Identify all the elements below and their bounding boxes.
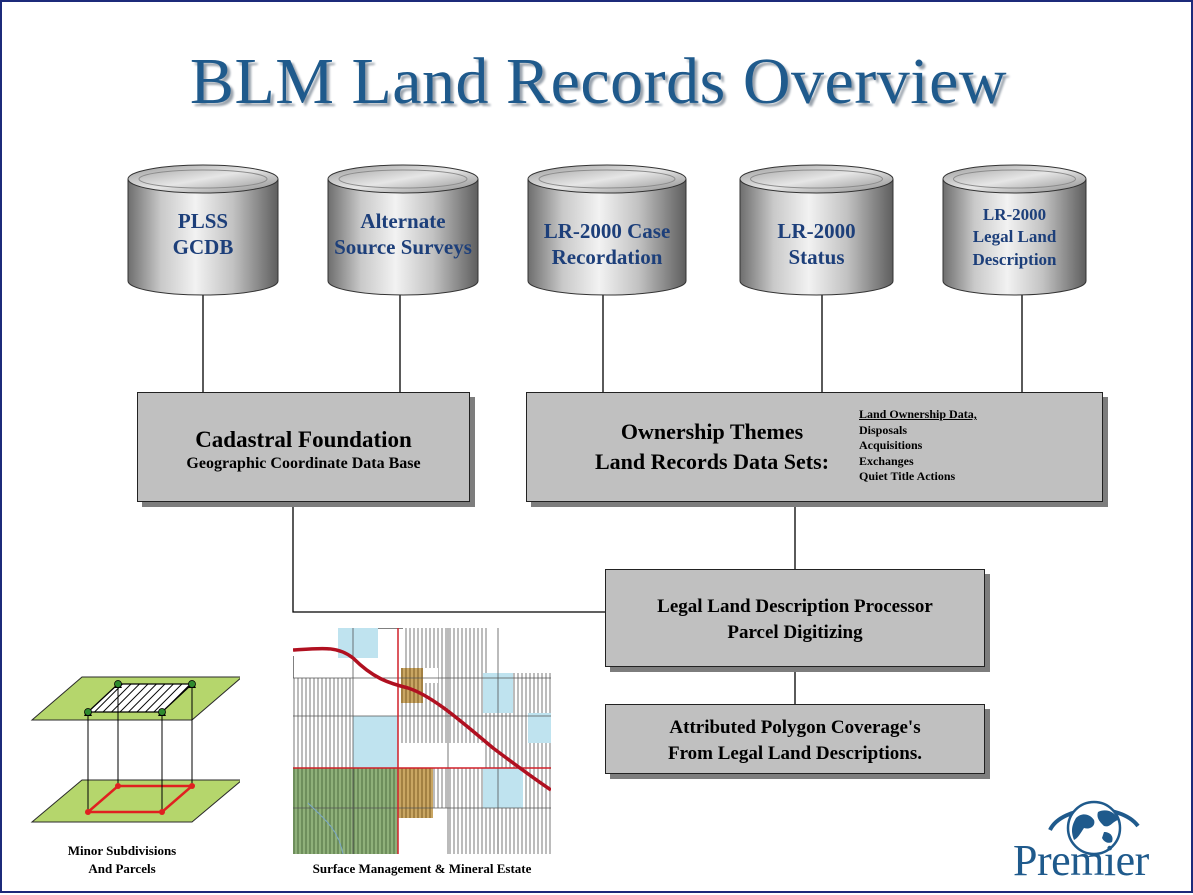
database-plss-gcdb: PLSS GCDB (127, 164, 279, 296)
database-label-line2: Status (788, 245, 845, 270)
database-label-line1: PLSS (177, 209, 229, 233)
ownership-line1: Ownership Themes (620, 419, 804, 444)
premier-logo-text: Premier (1013, 836, 1149, 885)
page-title: BLM Land Records Overview (189, 45, 1008, 118)
database-label-line1: LR-2000 (777, 219, 856, 243)
connector-cadastral-processor (292, 502, 605, 613)
cylinder-icon (942, 164, 1087, 296)
subdivisions-caption-line1: Minor Subdivisions (67, 843, 177, 858)
database-label-line2: Recordation (551, 245, 663, 270)
cylinder-icon (739, 164, 894, 296)
coverage-line2: From Legal Land Descriptions. (667, 742, 923, 764)
cylinder-icon (527, 164, 687, 296)
database-lr2000-legal-land-description: LR-2000 Legal Land Description (942, 164, 1087, 296)
database-label-line1: LR-2000 Case (543, 219, 671, 243)
cadastral-foundation-box: Cadastral Foundation Geographic Coordina… (137, 392, 470, 502)
cylinder-icon (127, 164, 279, 296)
database-label-line3: Description (972, 249, 1057, 269)
cadastral-title: Cadastral Foundation (195, 427, 412, 452)
map-caption: Surface Management & Mineral Estate (312, 861, 532, 876)
subdivisions-caption-line2: And Parcels (88, 860, 156, 876)
database-label-line1: LR-2000 (982, 205, 1047, 224)
processor-line1: Legal Land Description Processor (657, 596, 933, 617)
ownership-list-item: Quiet Title Actions (859, 469, 956, 484)
subdivision-planes-illustration (30, 676, 240, 823)
subdivisions-caption: Minor Subdivisions And Parcels (32, 842, 212, 877)
database-label-line2: Legal Land (972, 227, 1057, 247)
ownership-list-item: Acquisitions (859, 438, 923, 453)
premier-logo (1048, 800, 1140, 856)
ownership-list-item: Exchanges (859, 453, 914, 468)
database-lr2000-status: LR-2000 Status (739, 164, 894, 296)
database-label-line2: GCDB (172, 235, 234, 260)
database-lr2000-case-recordation: LR-2000 Case Recordation (527, 164, 687, 296)
cadastral-subtitle: Geographic Coordinate Data Base (186, 455, 421, 472)
ownership-list-heading: Land Ownership Data, (859, 407, 977, 421)
attributed-polygon-coverage-box: Attributed Polygon Coverage's From Legal… (605, 704, 985, 774)
cylinder-icon (327, 164, 479, 296)
database-label-line2: Source Surveys (334, 235, 472, 260)
ownership-themes-box: Ownership Themes Land Records Data Sets:… (526, 392, 1103, 502)
coverage-line1: Attributed Polygon Coverage's (669, 717, 921, 738)
ownership-list-item: Disposals (859, 422, 908, 437)
database-alternate-source-surveys: Alternate Source Surveys (327, 164, 479, 296)
surface-management-map (293, 628, 551, 854)
processor-line2: Parcel Digitizing (727, 621, 863, 643)
legal-land-description-processor-box: Legal Land Description Processor Parcel … (605, 569, 985, 667)
database-label-line1: Alternate (360, 209, 446, 233)
ownership-line2: Land Records Data Sets: (594, 448, 830, 474)
